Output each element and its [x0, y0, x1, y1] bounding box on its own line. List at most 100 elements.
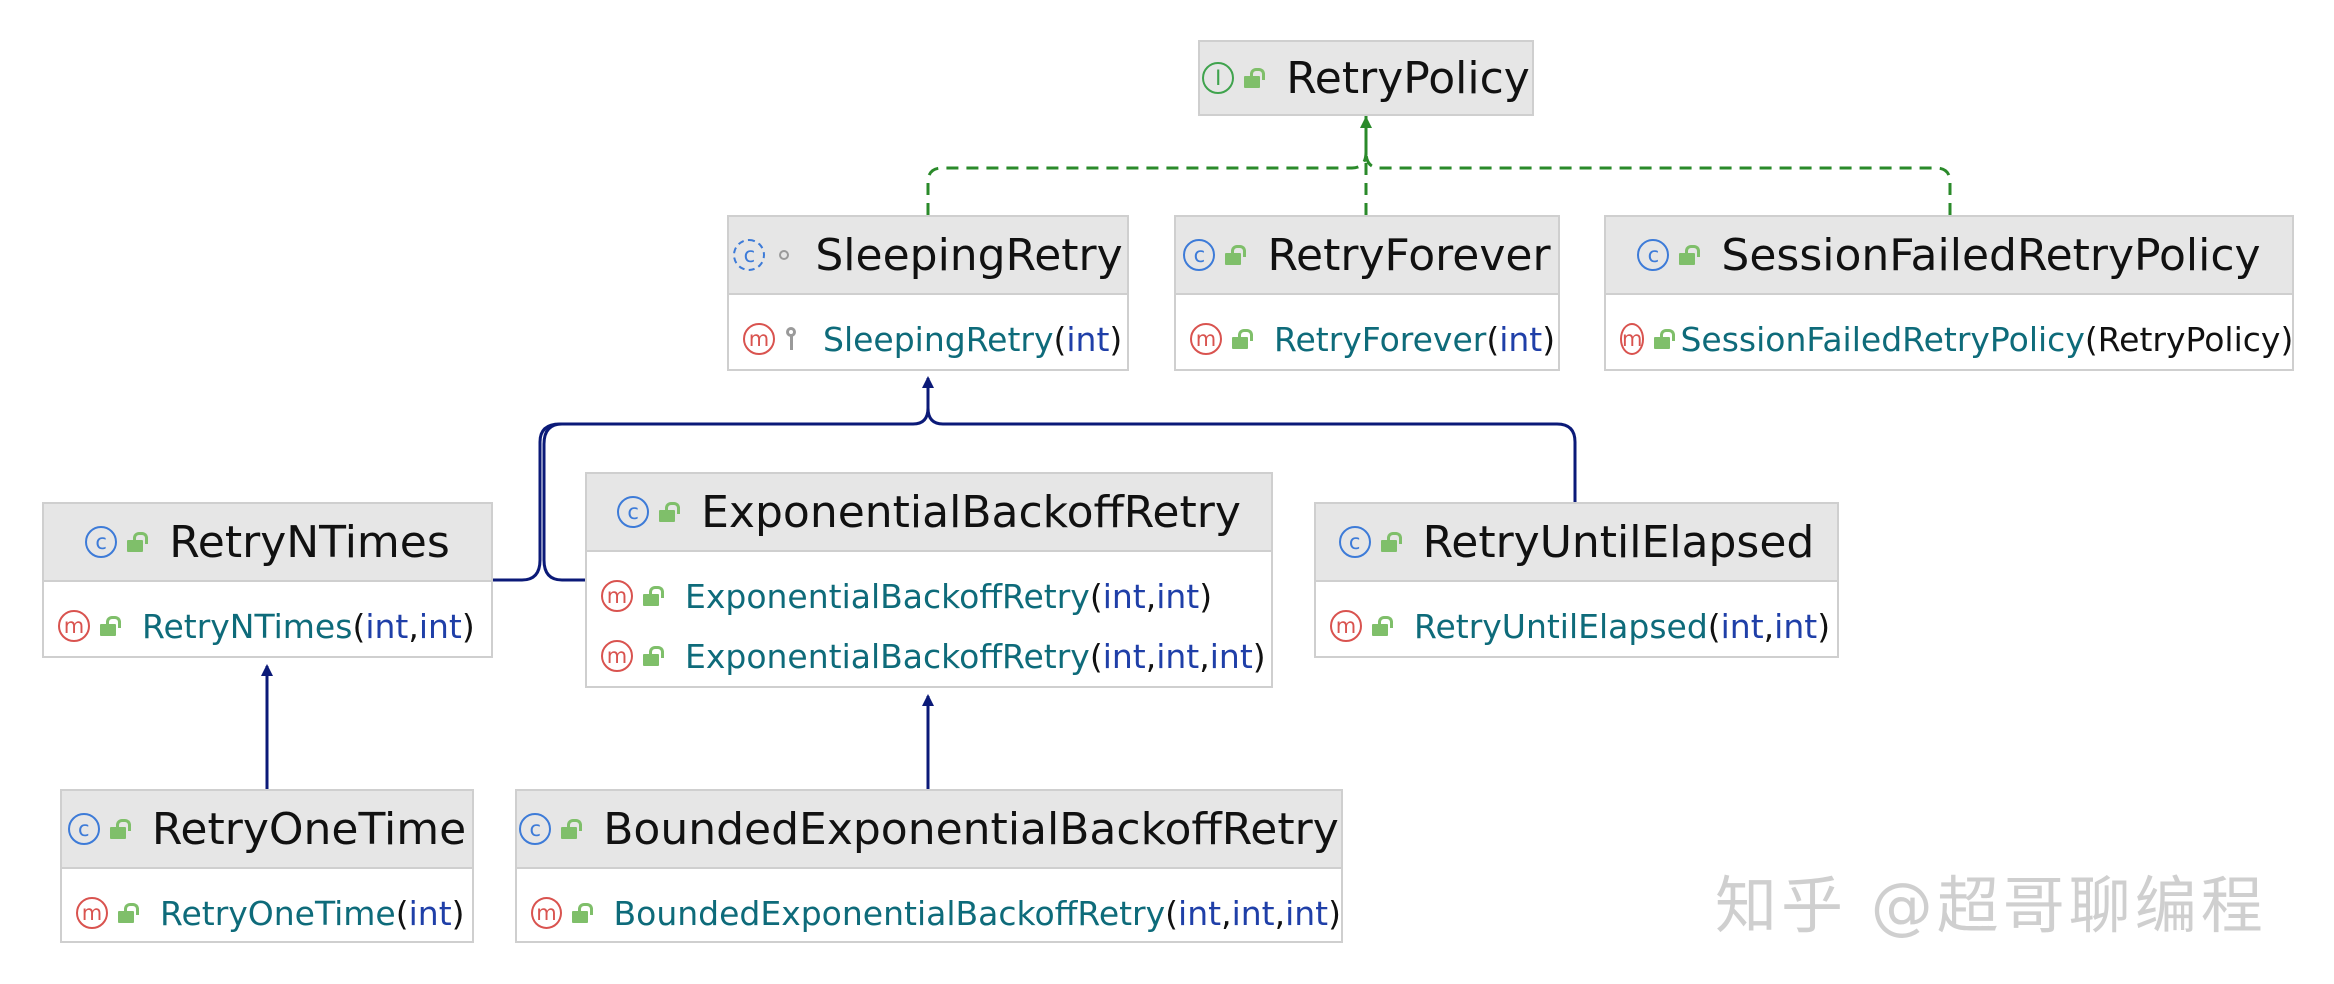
node-header: c RetryNTimes — [44, 504, 491, 580]
node-exponentialbackoffretry[interactable]: c ExponentialBackoffRetry m ExponentialB… — [585, 472, 1273, 688]
method-row[interactable]: m RetryForever (int) — [1176, 309, 1558, 369]
param-type: int — [1156, 636, 1200, 676]
param-type: int — [1156, 576, 1200, 616]
public-lock-icon — [561, 819, 583, 839]
class-icon: c — [1338, 526, 1371, 558]
methods-list: m RetryUntilElapsed (int, int) — [1316, 580, 1837, 662]
param-type: int — [1178, 893, 1222, 933]
public-lock-icon — [659, 502, 681, 522]
node-sessionfailedretrypolicy[interactable]: c SessionFailedRetryPolicy m SessionFail… — [1604, 215, 2294, 371]
class-icon: c — [85, 526, 118, 558]
public-lock-icon — [643, 586, 664, 606]
node-retrypolicy[interactable]: I RetryPolicy — [1198, 40, 1534, 116]
class-name: SleepingRetry — [815, 229, 1123, 281]
methods-list: m BoundedExponentialBackoffRetry (int, i… — [517, 867, 1341, 949]
class-icon: c — [617, 496, 650, 528]
node-header: c SessionFailedRetryPolicy — [1606, 217, 2292, 293]
class-name: BoundedExponentialBackoffRetry — [603, 803, 1339, 855]
edge-retryntimes-extends-sleepingretry — [493, 378, 930, 582]
method-icon: m — [601, 580, 633, 612]
public-lock-icon — [1380, 532, 1402, 552]
method-row[interactable]: m RetryUntilElapsed (int, int) — [1316, 596, 1837, 656]
method-name: RetryNTimes — [142, 606, 353, 646]
node-header: c RetryUntilElapsed — [1316, 504, 1837, 580]
param-type: int — [1774, 606, 1818, 646]
class-name: SessionFailedRetryPolicy — [1721, 229, 2261, 281]
param-type: int — [365, 606, 409, 646]
methods-list: m RetryForever (int) — [1176, 293, 1558, 375]
public-lock-icon — [1679, 245, 1701, 265]
param-type: int — [1209, 636, 1253, 676]
method-row[interactable]: m RetryNTimes (int, int) — [44, 596, 491, 656]
method-row[interactable]: m RetryOneTime (int) — [62, 883, 472, 943]
methods-list: m RetryNTimes (int, int) — [44, 580, 491, 662]
public-lock-icon — [118, 903, 139, 923]
param-type: int — [1102, 636, 1146, 676]
param-type: int — [1066, 319, 1110, 359]
edge-sessionfailed-implements-retrypolicy — [1364, 114, 1952, 215]
param-type: int — [1102, 576, 1146, 616]
interface-icon: I — [1202, 62, 1235, 94]
method-name: RetryUntilElapsed — [1414, 606, 1708, 646]
node-header: I RetryPolicy — [1200, 42, 1532, 114]
class-icon: c — [519, 813, 552, 845]
node-retryforever[interactable]: c RetryForever m RetryForever (int) — [1174, 215, 1560, 371]
edge-expbackoff-extends-sleepingretry — [542, 422, 585, 582]
abstract-class-icon: c — [733, 239, 766, 271]
method-icon: m — [601, 640, 633, 672]
node-retryuntilelapsed[interactable]: c RetryUntilElapsed m RetryUntilElapsed … — [1314, 502, 1839, 658]
class-name: RetryOneTime — [151, 803, 467, 855]
methods-list: m SessionFailedRetryPolicy (RetryPolicy) — [1606, 293, 2294, 375]
method-row[interactable]: m SessionFailedRetryPolicy (RetryPolicy) — [1620, 319, 2294, 359]
methods-list: m ExponentialBackoffRetry (int, int) m E… — [587, 550, 1271, 692]
method-icon: m — [531, 897, 563, 929]
param-type: int — [1285, 893, 1329, 933]
public-lock-icon — [109, 819, 131, 839]
node-header: c ExponentialBackoffRetry — [587, 474, 1271, 550]
protected-key-icon — [785, 327, 797, 351]
class-icon: c — [1637, 239, 1670, 271]
method-icon: m — [1330, 610, 1362, 642]
param-type: RetryPolicy — [2097, 319, 2281, 359]
public-lock-icon — [643, 646, 664, 666]
method-name: SleepingRetry — [823, 319, 1054, 359]
param-type: int — [408, 893, 452, 933]
node-sleepingretry[interactable]: c SleepingRetry m SleepingRetry (int) — [727, 215, 1129, 371]
method-name: ExponentialBackoffRetry — [685, 576, 1090, 616]
node-boundedexponentialbackoffretry[interactable]: c BoundedExponentialBackoffRetry m Bound… — [515, 789, 1343, 943]
method-name: RetryOneTime — [160, 893, 396, 933]
param-type: int — [1231, 893, 1275, 933]
param-type: int — [1499, 319, 1543, 359]
method-icon: m — [58, 610, 90, 642]
public-lock-icon — [1244, 68, 1266, 88]
public-lock-icon — [572, 903, 594, 923]
node-header: c RetryOneTime — [62, 791, 472, 867]
node-retryntimes[interactable]: c RetryNTimes m RetryNTimes (int, int) — [42, 502, 493, 658]
method-name: SessionFailedRetryPolicy — [1680, 319, 2085, 359]
public-lock-icon — [1225, 245, 1247, 265]
method-icon: m — [743, 323, 775, 355]
class-name: RetryUntilElapsed — [1422, 516, 1815, 568]
public-lock-icon — [1232, 329, 1253, 349]
edge-sleepingretry-implements-retrypolicy — [926, 114, 1368, 215]
package-private-dot-icon — [779, 250, 790, 260]
edge-retryuntil-extends-sleepingretry — [926, 378, 1577, 502]
method-name: ExponentialBackoffRetry — [685, 636, 1090, 676]
node-retryonetime[interactable]: c RetryOneTime m RetryOneTime (int) — [60, 789, 474, 943]
method-row[interactable]: m SleepingRetry (int) — [729, 309, 1127, 369]
method-row[interactable]: m ExponentialBackoffRetry (int, int, int… — [587, 626, 1271, 686]
method-icon: m — [1620, 323, 1645, 355]
public-lock-icon — [127, 532, 149, 552]
class-icon: c — [1183, 239, 1216, 271]
method-name: BoundedExponentialBackoffRetry — [613, 893, 1166, 933]
methods-list: m RetryOneTime (int) — [62, 867, 472, 949]
class-name: RetryForever — [1267, 229, 1551, 281]
public-lock-icon — [100, 616, 121, 636]
method-icon: m — [1190, 323, 1222, 355]
method-name: RetryForever — [1274, 319, 1487, 359]
param-type: int — [1720, 606, 1764, 646]
method-row[interactable]: m BoundedExponentialBackoffRetry (int, i… — [517, 883, 1341, 943]
method-row[interactable]: m ExponentialBackoffRetry (int, int) — [587, 566, 1271, 626]
method-icon: m — [76, 897, 108, 929]
